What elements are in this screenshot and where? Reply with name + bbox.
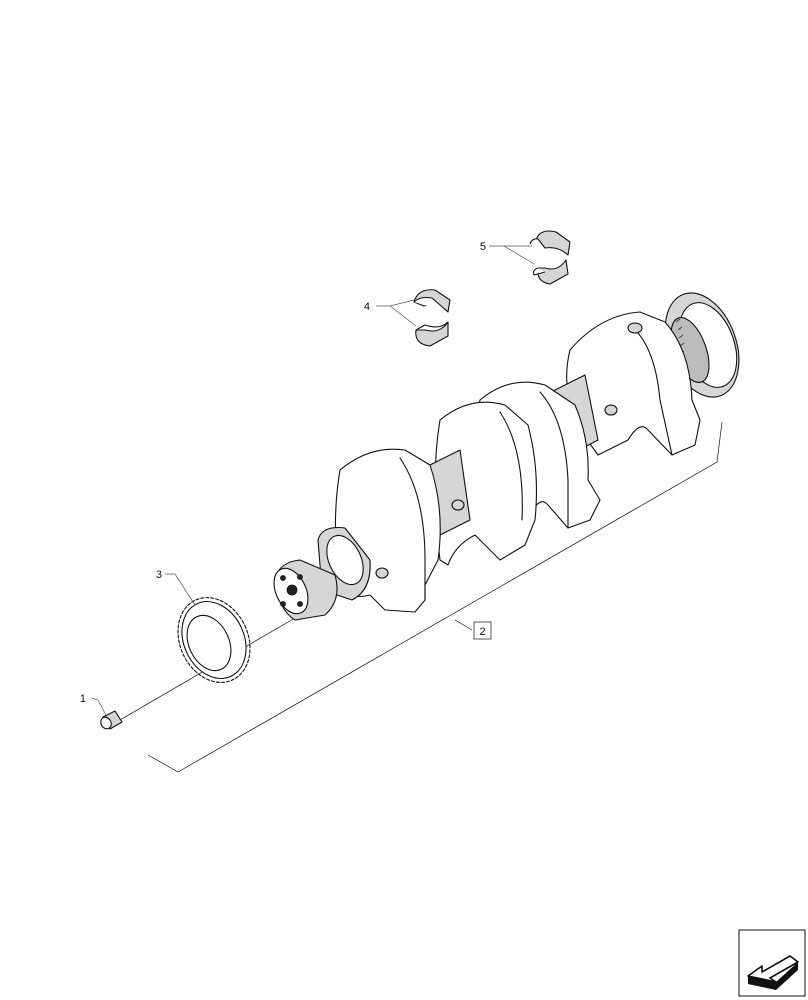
plug	[100, 710, 123, 730]
thrust-bearing-shells	[529, 230, 571, 285]
callout-1: 1	[80, 693, 86, 705]
callout-3: 3	[156, 569, 162, 581]
callout-2-box	[473, 621, 492, 640]
callout-2: 2	[479, 626, 485, 638]
callout-4: 4	[364, 301, 370, 313]
crankshaft	[273, 292, 740, 621]
arrow-back-icon[interactable]	[738, 929, 806, 997]
main-bearing-shells	[413, 289, 451, 347]
assembly-bracket	[147, 421, 723, 773]
timing-gear	[177, 597, 251, 683]
leader-lines	[91, 245, 535, 716]
callout-5: 5	[480, 241, 486, 253]
